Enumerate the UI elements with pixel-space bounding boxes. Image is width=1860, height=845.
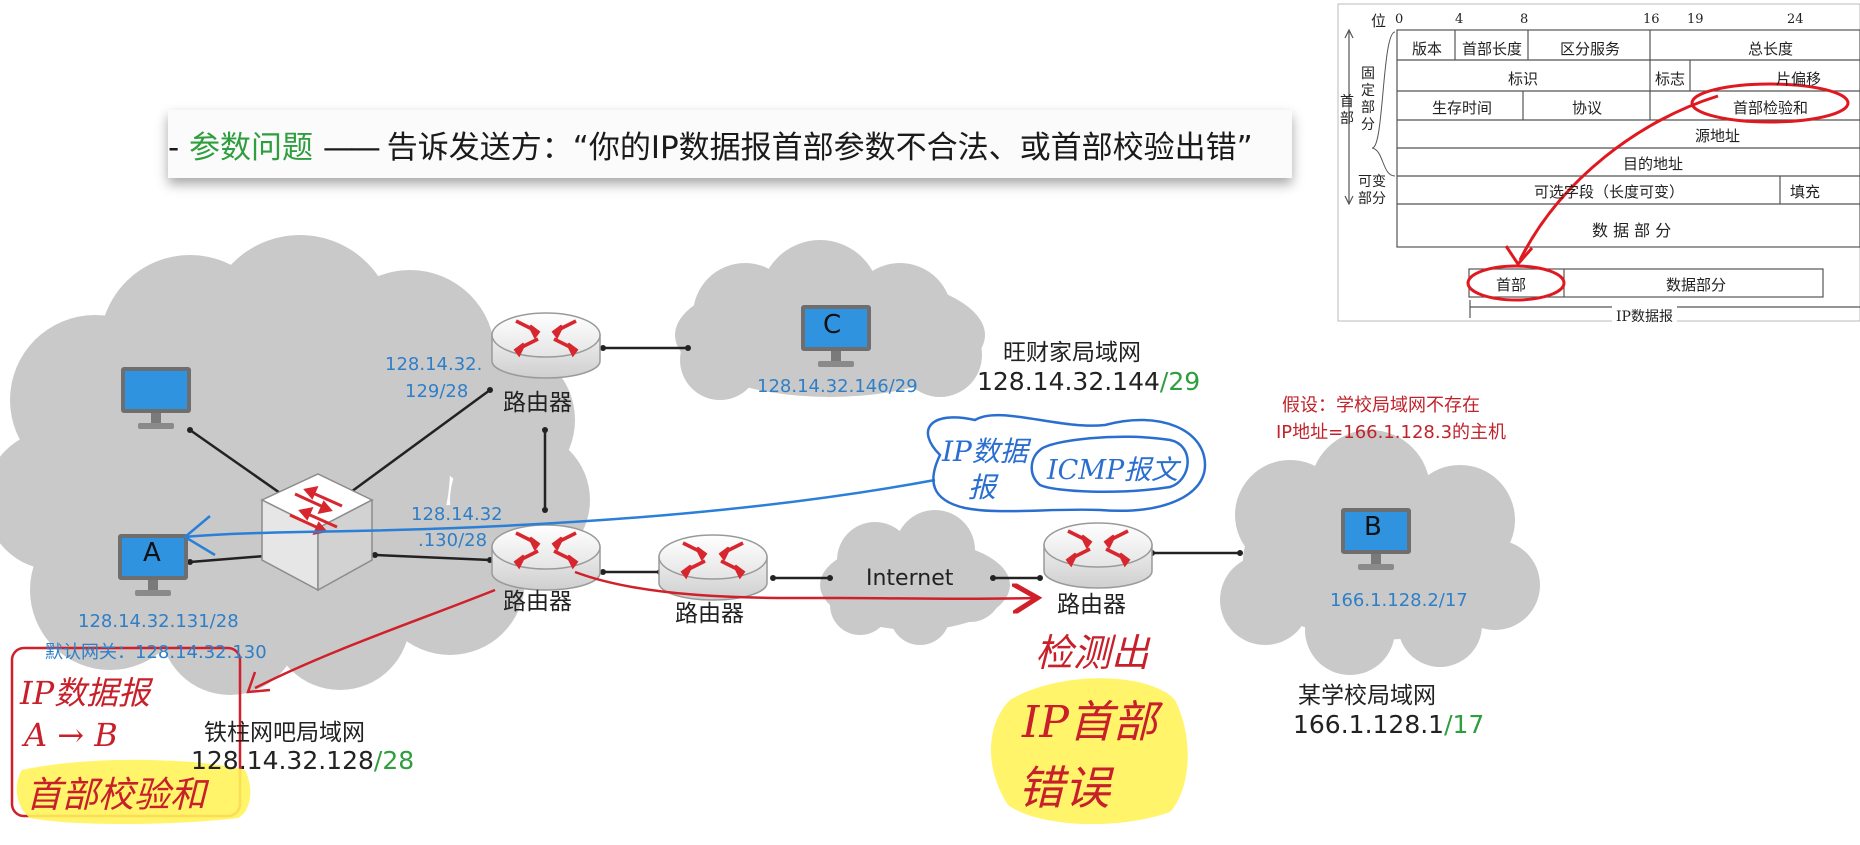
host-c-ip: 128.14.32.146/29 bbox=[757, 376, 918, 397]
field-data-part: 数 据 部 分 bbox=[1592, 221, 1672, 240]
host-a-gateway: 默认网关：128.14.32.130 bbox=[45, 642, 267, 663]
cloud-internet bbox=[820, 510, 1010, 645]
wangcai-network-name: 旺财家局域网 bbox=[1003, 340, 1141, 366]
title-dash: - bbox=[168, 130, 180, 166]
title-text: 告诉发送方：“你的IP数据报首部参数不合法、或首部校验出错” bbox=[386, 130, 1253, 166]
host-b-label: B bbox=[1364, 512, 1382, 542]
handwritten-icmp: ICMP报文 bbox=[1047, 455, 1179, 486]
school-mask: /17 bbox=[1444, 710, 1485, 739]
side-fixed-label: 固定部分 bbox=[1361, 66, 1375, 133]
field-dscp: 区分服务 bbox=[1560, 40, 1621, 58]
handwritten-ip-header: IP首部 bbox=[1022, 697, 1157, 748]
field-header-length: 首部长度 bbox=[1462, 40, 1523, 58]
wangcai-prefix: 128.14.32.144 bbox=[977, 367, 1160, 396]
tiezhu-mask: /28 bbox=[373, 746, 415, 775]
field-protocol: 协议 bbox=[1572, 99, 1603, 117]
field-fragment-offset: 片偏移 bbox=[1776, 70, 1822, 88]
router-inner-icon[interactable] bbox=[657, 533, 769, 602]
packet-source-pointer bbox=[254, 588, 496, 690]
tiezhu-network-name: 铁柱网吧局域网 bbox=[204, 720, 365, 746]
icmp-arrowhead bbox=[182, 515, 216, 557]
packet-source-arrowhead bbox=[246, 671, 271, 694]
field-total-length: 总长度 bbox=[1748, 40, 1794, 58]
handwritten-ip-datagram-l1: IP数据 bbox=[942, 435, 1028, 468]
school-network-name: 某学校局域网 bbox=[1298, 683, 1436, 709]
slide-title: - 参数问题 —— 告诉发送方：“你的IP数据报首部参数不合法、或首部校验出错” bbox=[168, 122, 1253, 167]
cloud-tiezhu-lan bbox=[0, 235, 590, 695]
school-prefix: 166.1.128.1 bbox=[1293, 710, 1445, 739]
router-school-icon[interactable] bbox=[1042, 521, 1154, 590]
network-links bbox=[189, 346, 1240, 580]
bit-4: 4 bbox=[1455, 12, 1464, 27]
handwritten-detect: 检测出 bbox=[1035, 631, 1150, 675]
icmp-return-path bbox=[184, 478, 936, 539]
router-school-label: 路由器 bbox=[1057, 592, 1126, 618]
handwritten-packet-l3: 首部校验和 bbox=[26, 775, 207, 816]
router-inner-label: 路由器 bbox=[675, 601, 744, 627]
icmp-bubble bbox=[926, 413, 1207, 513]
packet-forward-path bbox=[574, 570, 1035, 599]
field-flags: 标志 bbox=[1655, 70, 1686, 88]
highlight-header-error bbox=[990, 678, 1188, 825]
side-variable-label: 可变部分 bbox=[1358, 174, 1386, 207]
handwritten-ip-datagram-l2: 报 bbox=[968, 471, 997, 504]
packet-data-cell: 数据部分 bbox=[1666, 276, 1727, 294]
router-mid-iface-line1: 128.14.32 bbox=[411, 504, 503, 525]
router-mid-label: 路由器 bbox=[503, 589, 572, 615]
bit-0: 0 bbox=[1395, 12, 1404, 27]
host-c-label: C bbox=[823, 310, 842, 340]
router-mid-iface-line2: .130/28 bbox=[418, 530, 488, 551]
router-mid-icon[interactable] bbox=[490, 523, 602, 592]
handwritten-packet-l1: IP数据报 bbox=[20, 674, 151, 712]
handwritten-packet-l2: A → B bbox=[24, 716, 118, 754]
field-header-checksum: 首部检验和 bbox=[1733, 99, 1809, 117]
internet-label: Internet bbox=[866, 566, 954, 591]
title-dash-mid: —— bbox=[322, 130, 381, 166]
assumption-line1: 假设：学校局域网不存在 bbox=[1282, 395, 1480, 416]
assumption-line2: IP地址=166.1.128.3的主机 bbox=[1276, 422, 1507, 443]
bit-16: 16 bbox=[1643, 12, 1660, 27]
wangcai-network-address: 128.14.32.144/29 bbox=[977, 367, 1200, 396]
title-banner bbox=[168, 110, 1292, 178]
handwritten-error: 错误 bbox=[1018, 761, 1110, 815]
field-destination-address: 目的地址 bbox=[1623, 155, 1684, 173]
field-options: 可选字段（长度可变） bbox=[1534, 183, 1685, 201]
router-top-iface-line1: 128.14.32. bbox=[385, 354, 483, 375]
router-top-icon[interactable] bbox=[490, 311, 602, 380]
bit-19: 19 bbox=[1687, 12, 1704, 27]
tiezhu-network-address: 128.14.32.128/28 bbox=[191, 746, 414, 775]
field-identification: 标识 bbox=[1508, 70, 1539, 88]
packet-caption: IP数据报 bbox=[1612, 306, 1677, 326]
field-version: 版本 bbox=[1412, 40, 1443, 58]
bit-24: 24 bbox=[1787, 12, 1804, 27]
field-source-address: 源地址 bbox=[1695, 127, 1741, 145]
host-a-label: A bbox=[143, 538, 161, 568]
packet-header-cell: 首部 bbox=[1496, 276, 1527, 294]
bit-label: 位 bbox=[1371, 12, 1387, 30]
host-b-ip: 166.1.128.2/17 bbox=[1330, 590, 1468, 611]
bit-8: 8 bbox=[1520, 12, 1529, 27]
router-top-iface-line2: 129/28 bbox=[405, 381, 469, 402]
field-ttl: 生存时间 bbox=[1432, 99, 1493, 117]
wangcai-mask: /29 bbox=[1159, 367, 1201, 396]
host-a-ip: 128.14.32.131/28 bbox=[78, 611, 239, 632]
side-header-label: 首部 bbox=[1340, 94, 1354, 127]
tiezhu-prefix: 128.14.32.128 bbox=[191, 746, 374, 775]
icmp-inner-bubble bbox=[1030, 435, 1189, 494]
field-padding: 填充 bbox=[1790, 183, 1821, 201]
switch-icon[interactable] bbox=[260, 473, 374, 592]
school-network-address: 166.1.128.1/17 bbox=[1293, 710, 1484, 739]
highlight-checksum bbox=[16, 759, 251, 824]
router-top-label: 路由器 bbox=[503, 390, 572, 416]
title-keyword: 参数问题 bbox=[189, 130, 314, 166]
